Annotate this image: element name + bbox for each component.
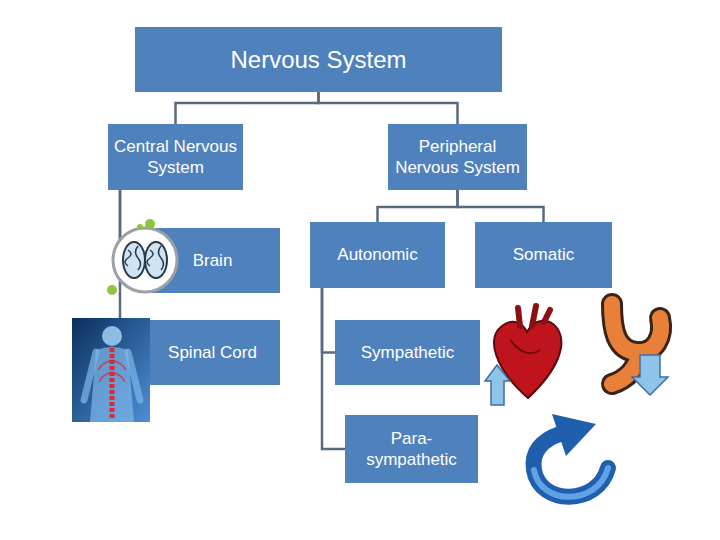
- image-background: [483, 305, 567, 402]
- heart-shape: [494, 321, 561, 398]
- connector-line: [319, 92, 458, 124]
- stomach-image: [612, 304, 661, 384]
- image-background: [72, 318, 150, 422]
- part-box: Brain: [145, 228, 280, 293]
- curved-arrow-highlight: [534, 468, 608, 497]
- brain-icon: [107, 219, 177, 295]
- brain-hemisphere: [123, 242, 145, 278]
- green-dot: [137, 224, 143, 230]
- figure-torso: [90, 347, 134, 422]
- heart-image: [483, 305, 567, 402]
- connector-line: [176, 92, 319, 124]
- branch-box: Peripheral Nervous System: [388, 124, 527, 190]
- stomach-outline: [612, 304, 661, 384]
- subdivision-box: Sympathetic: [335, 320, 480, 385]
- increase-arrow: [485, 365, 510, 405]
- green-dot: [107, 285, 117, 295]
- brain-hemisphere: [145, 242, 167, 278]
- decrease-arrow: [632, 355, 668, 395]
- node-label: Autonomic: [337, 244, 417, 265]
- cycle-arrow: [534, 414, 608, 497]
- node-label: Sympathetic: [361, 342, 455, 363]
- connector-line: [322, 288, 335, 353]
- curved-arrow-body: [534, 434, 608, 497]
- division-box: Autonomic: [310, 222, 445, 288]
- green-dot: [145, 219, 155, 229]
- curved-arrow-head: [552, 414, 596, 456]
- node-label: Para- sympathetic: [351, 428, 472, 471]
- figure-head: [102, 326, 122, 346]
- node-label: Peripheral Nervous System: [394, 136, 521, 179]
- part-box: Spinal Cord: [145, 320, 280, 385]
- heart-detail: [510, 340, 540, 353]
- node-label: Central Nervous System: [114, 136, 237, 179]
- connector-line: [120, 190, 145, 261]
- node-label: Spinal Cord: [168, 342, 257, 363]
- subdivision-box: Para- sympathetic: [345, 415, 478, 483]
- rib-lines: [98, 360, 126, 382]
- branch-box: Central Nervous System: [108, 124, 243, 190]
- figure-arms: [84, 352, 140, 400]
- spine-image: [72, 318, 150, 422]
- heart-vessels: [518, 306, 550, 326]
- connector-line: [378, 190, 458, 222]
- stomach-shape: [612, 304, 661, 384]
- node-label: Nervous System: [230, 45, 406, 75]
- spine-column: [110, 348, 115, 418]
- node-label: Brain: [193, 250, 233, 271]
- icon-ring: [113, 228, 177, 292]
- connector-line: [120, 190, 145, 353]
- connector-line: [458, 190, 544, 222]
- brain-folds: [125, 246, 164, 270]
- division-box: Somatic: [475, 222, 612, 288]
- node-label: Somatic: [513, 244, 574, 265]
- root-box: Nervous System: [135, 27, 502, 92]
